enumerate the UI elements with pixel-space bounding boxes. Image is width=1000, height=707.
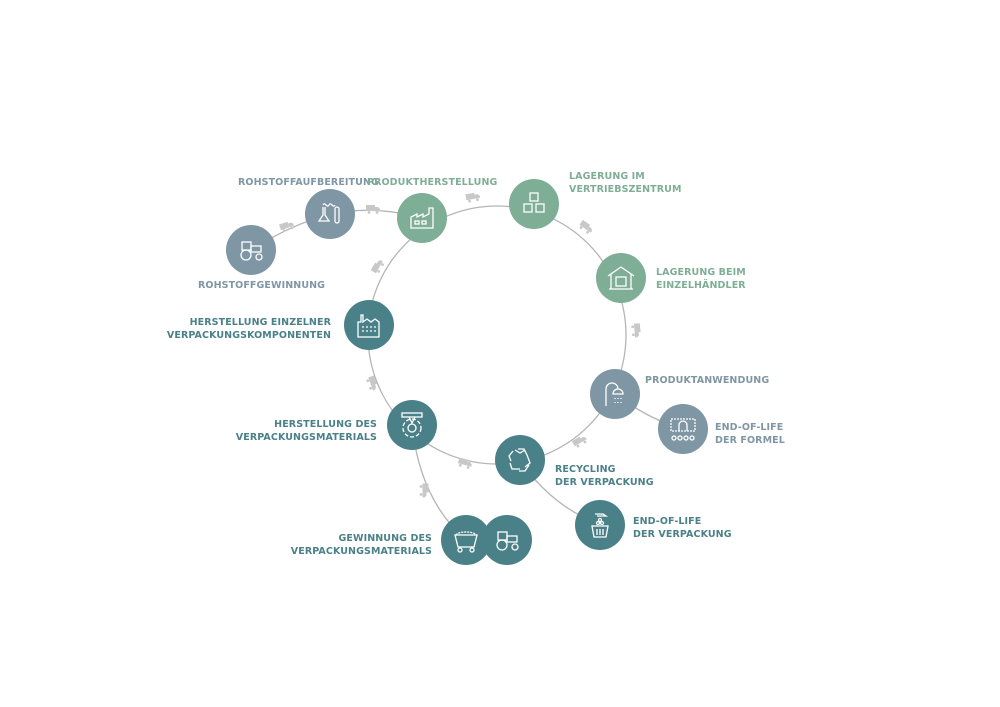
recycle-icon <box>508 448 531 472</box>
shower-icon <box>605 382 624 406</box>
node-lagerung-einzelhandel <box>596 253 646 303</box>
truck-icon <box>370 260 384 274</box>
lab-flask-icon <box>317 203 340 224</box>
node-eol-verpackung <box>575 500 625 550</box>
warehouse-icon <box>607 266 635 290</box>
node-rohstoffgewinnung <box>226 225 276 275</box>
gear-nozzle-icon <box>401 412 423 438</box>
truck-icon <box>579 219 593 234</box>
node-eol-formel <box>658 404 708 454</box>
node-herstellung-komponenten <box>344 300 394 350</box>
label-produktanwendung: PRODUKTANWENDUNG <box>645 375 770 386</box>
truck-icon <box>366 205 380 214</box>
trash-bin-icon <box>591 513 609 538</box>
truck-icon <box>366 375 377 391</box>
node-lagerung-vertrieb <box>509 179 559 229</box>
node-produktanwendung <box>590 369 640 419</box>
truck-icon <box>278 221 295 233</box>
truck-icon <box>631 323 641 338</box>
truck-icon <box>465 192 481 203</box>
mine-cart-icon <box>454 531 478 553</box>
factory-icon <box>410 207 434 229</box>
node-rohstoffaufbereitung <box>305 189 355 239</box>
label-produktherstellung: PRODUKTHERSTELLUNG <box>367 177 498 188</box>
node-recycling <box>495 435 545 485</box>
truck-icon <box>571 436 587 448</box>
truck-icon <box>419 483 429 498</box>
tractor-icon <box>240 241 263 261</box>
node-produktherstellung <box>397 193 447 243</box>
label-rohstoffgewinnung: ROHSTOFFGEWINNUNG <box>198 280 326 291</box>
drain-icon <box>670 418 696 441</box>
node-herstellung-material <box>387 400 437 450</box>
node-gewinnung-material <box>482 515 532 565</box>
factory-plant-icon <box>357 314 380 338</box>
tractor-icon <box>496 531 519 551</box>
boxes-icon <box>523 192 545 213</box>
label-rohstoffaufbereitung: ROHSTOFFAUFBEREITUNG <box>238 177 379 188</box>
truck-icon <box>457 457 472 469</box>
